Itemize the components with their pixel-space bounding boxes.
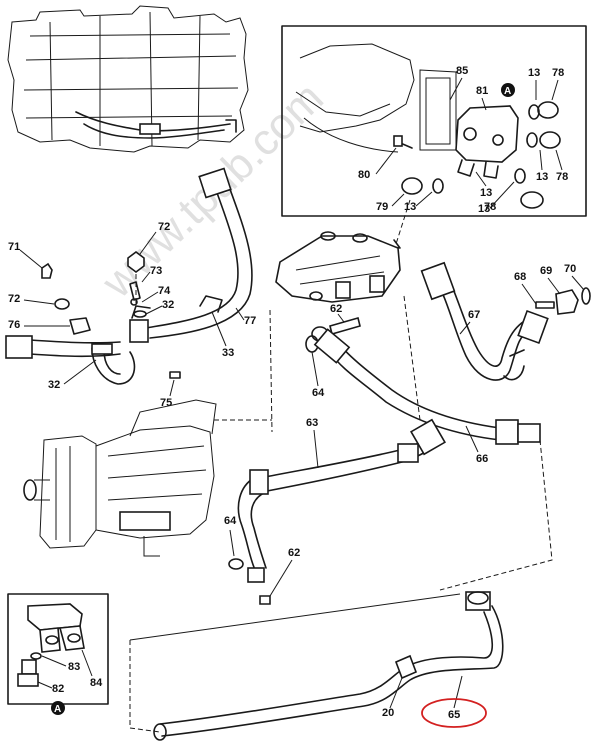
hose-assembly-66: 66 <box>313 328 553 591</box>
hose-assembly-67: 68 69 70 67 <box>420 261 591 381</box>
callout-80: 80 <box>358 169 370 181</box>
detail-a-flag-label: A <box>504 86 511 97</box>
callout-69: 69 <box>540 265 552 277</box>
detail-a-inset: 83 84 82 A <box>7 593 109 715</box>
callout-62: 62 <box>288 547 300 559</box>
callout-72: 72 <box>8 293 20 305</box>
callout-64: 64 <box>224 515 237 527</box>
callout-65: 65 <box>448 709 460 721</box>
callout-68: 68 <box>514 271 526 283</box>
highlight-callout-65 <box>421 698 487 728</box>
callout-74: 74 <box>158 285 171 297</box>
callout-72: 72 <box>158 221 170 233</box>
callout-13: 13 <box>480 187 492 199</box>
detail-a-flag-lower-label: A <box>54 704 61 715</box>
hose-assembly-77: 72 73 74 32 77 33 <box>127 167 256 359</box>
hose-assembly-63: 63 64 62 <box>224 417 446 605</box>
callout-82: 82 <box>52 683 64 695</box>
callout-70: 70 <box>564 263 576 275</box>
callout-83: 83 <box>68 661 80 673</box>
callout-13: 13 <box>478 203 490 215</box>
callout-71: 71 <box>8 241 20 253</box>
callout-85: 85 <box>456 65 468 77</box>
callout-84: 84 <box>90 677 103 689</box>
callout-13: 13 <box>404 201 416 213</box>
vehicle-frame-sketch <box>7 5 249 153</box>
detail-a-flag-lower <box>51 701 65 715</box>
manifold-fittings: 62 64 <box>305 303 361 399</box>
control-valve-manifold <box>269 199 421 433</box>
callout-13: 13 <box>536 171 548 183</box>
callout-64: 64 <box>312 387 325 399</box>
callout-33: 33 <box>222 347 234 359</box>
detail-a-flag <box>501 83 515 97</box>
left-hose-assembly: 71 72 76 32 75 <box>5 241 181 409</box>
callout-77: 77 <box>244 315 256 327</box>
callout-81: 81 <box>476 85 488 97</box>
valve-detail-inset: 85 13 78 81 A 80 13 13 78 79 13 13 78 <box>281 25 587 217</box>
callout-20: 20 <box>382 707 394 719</box>
callout-13: 13 <box>528 67 540 79</box>
callout-79: 79 <box>376 201 388 213</box>
callout-67: 67 <box>468 309 480 321</box>
callout-76: 76 <box>8 319 20 331</box>
callout-78: 78 <box>556 171 568 183</box>
callout-78: 78 <box>552 67 564 79</box>
callout-73: 73 <box>150 265 162 277</box>
callout-32: 32 <box>162 299 174 311</box>
tube-assembly-65: 20 65 <box>129 591 504 741</box>
callout-62: 62 <box>330 303 342 315</box>
callout-63: 63 <box>306 417 318 429</box>
pump-assembly <box>23 399 272 557</box>
callout-32: 32 <box>48 379 60 391</box>
callout-66: 66 <box>476 453 488 465</box>
callout-78-lower: 78 <box>484 201 496 213</box>
